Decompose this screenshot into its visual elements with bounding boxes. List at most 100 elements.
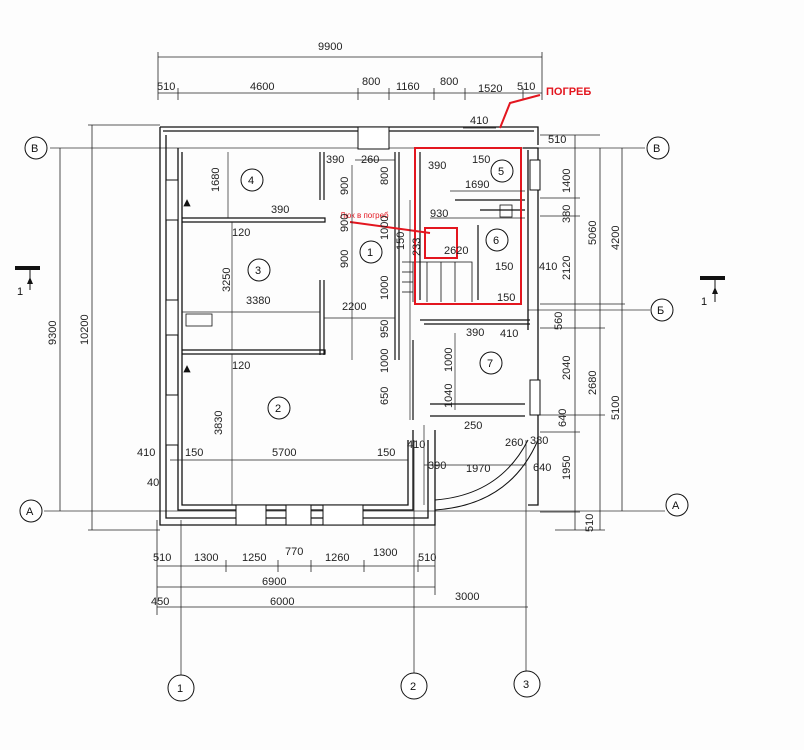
dim-3380: 3380: [246, 295, 270, 307]
dim-250: 250: [464, 420, 482, 432]
axis-1-circle: [167, 674, 195, 702]
axis-a-left: А: [26, 506, 34, 518]
dim-top-410: 410: [470, 115, 488, 127]
dim-top-6: 1520: [478, 83, 502, 95]
svg-text:1: 1: [701, 296, 707, 308]
dim-260b: 260: [505, 437, 523, 449]
interior-walls: [182, 152, 530, 420]
dim-150c: 150: [395, 232, 407, 250]
dim-bottom-1300b: 1300: [373, 547, 397, 559]
dim-3830: 3830: [213, 411, 225, 435]
top-dimensions: [157, 52, 543, 129]
room-1: 1: [367, 247, 373, 259]
dim-410b: 410: [539, 261, 557, 273]
dim-150f: 150: [497, 292, 515, 304]
room-3: 3: [255, 265, 261, 277]
dim-right-1950: 1950: [561, 456, 573, 480]
dim-right-5060: 5060: [587, 221, 599, 245]
axis-a-right: А: [672, 500, 680, 512]
room-4: 4: [248, 175, 254, 187]
axis-v-left: В: [31, 143, 38, 155]
dim-right-510b: 510: [584, 514, 596, 532]
axis-markers: В В Б А А 1 2 3: [19, 136, 689, 702]
right-dimensions: [540, 134, 625, 531]
dim-right-510: 510: [548, 134, 566, 146]
dim-380: 380: [530, 435, 548, 447]
dim-150a: 150: [185, 447, 203, 459]
dim-bottom-1260: 1260: [325, 552, 349, 564]
dim-1000b: 1000: [379, 276, 391, 300]
room-markers: 4 3 2 1 5 6 7: [240, 159, 514, 420]
dim-bottom-3000: 3000: [455, 591, 479, 603]
axis-v-right-circle: [646, 136, 670, 160]
dim-390d: 390: [466, 327, 484, 339]
dim-800: 800: [379, 167, 391, 185]
dim-390a: 390: [271, 204, 289, 216]
dim-bottom-6900: 6900: [262, 576, 286, 588]
room-7: 7: [487, 358, 493, 370]
axis-v-right: В: [653, 143, 660, 155]
dim-40: 40: [147, 477, 159, 489]
dim-390c: 390: [428, 160, 446, 172]
room-6: 6: [493, 235, 499, 247]
dim-410c: 410: [500, 328, 518, 340]
dim-height-9300: 9300: [47, 321, 59, 345]
dim-150b: 150: [377, 447, 395, 459]
dim-bottom-1250: 1250: [242, 552, 266, 564]
dim-390e: 390: [428, 460, 446, 472]
dim-right-560: 560: [553, 312, 565, 330]
axis-1: 1: [177, 683, 183, 695]
axis-b: Б: [657, 305, 664, 317]
axis-3: 3: [523, 679, 529, 691]
dim-1000a: 1000: [379, 216, 391, 240]
dim-bottom-6000: 6000: [270, 596, 294, 608]
dim-bottom-770: 770: [285, 546, 303, 558]
dim-410d: 410: [407, 439, 425, 451]
axis-3-circle: [513, 670, 541, 698]
dim-top-2: 4600: [250, 81, 274, 93]
dim-height-10200: 10200: [79, 314, 91, 345]
dim-2620: 2620: [444, 245, 468, 257]
hatch-label: Люк в погреб: [340, 211, 389, 220]
dim-2200: 2200: [342, 301, 366, 313]
dim-right-5100: 5100: [610, 396, 622, 420]
dim-120b: 120: [232, 360, 250, 372]
dim-150e: 150: [495, 261, 513, 273]
inner-dimension-labels: 1680 390 120 3250 3380 120 3830 410 150 …: [137, 154, 557, 489]
axis-a-left-circle: [19, 499, 43, 523]
room-2: 2: [275, 403, 281, 415]
dim-150d: 150: [472, 154, 490, 166]
cellar-label: ПОГРЕБ: [546, 86, 591, 98]
dim-390b: 390: [326, 154, 344, 166]
dim-233: 233: [411, 238, 423, 256]
dim-260: 260: [361, 154, 379, 166]
axis-a-right-circle: [665, 493, 689, 517]
dim-410: 410: [137, 447, 155, 459]
dim-1680: 1680: [210, 168, 222, 192]
dim-top-7: 510: [517, 81, 535, 93]
dim-1970: 1970: [466, 463, 490, 475]
dim-bottom-510a: 510: [153, 552, 171, 564]
dim-1690: 1690: [465, 179, 489, 191]
dim-top-5: 800: [440, 76, 458, 88]
dim-3250: 3250: [221, 268, 233, 292]
bottom-row-1: 510 1300 1250 770 1260 1300 510: [153, 546, 436, 564]
dim-top-3: 800: [362, 76, 380, 88]
windows: [165, 126, 541, 526]
dim-bottom-1300a: 1300: [194, 552, 218, 564]
cellar-outline: [349, 94, 541, 305]
dim-right-640: 640: [557, 409, 569, 427]
dim-950: 950: [379, 320, 391, 338]
inner-dimension-lines: [170, 152, 526, 505]
dim-bottom-450: 450: [151, 596, 169, 608]
dim-right-4200: 4200: [610, 226, 622, 250]
dim-900c: 900: [339, 250, 351, 268]
entrance-porch: [434, 439, 539, 511]
dim-overall-width: 9900: [318, 41, 342, 53]
section-mark-left: 1: [15, 266, 40, 298]
dim-right-2040: 2040: [561, 356, 573, 380]
dim-900b: 900: [339, 214, 351, 232]
axis-2-circle: [400, 672, 428, 700]
dim-1000c: 1000: [379, 349, 391, 373]
staircase: [402, 261, 473, 302]
